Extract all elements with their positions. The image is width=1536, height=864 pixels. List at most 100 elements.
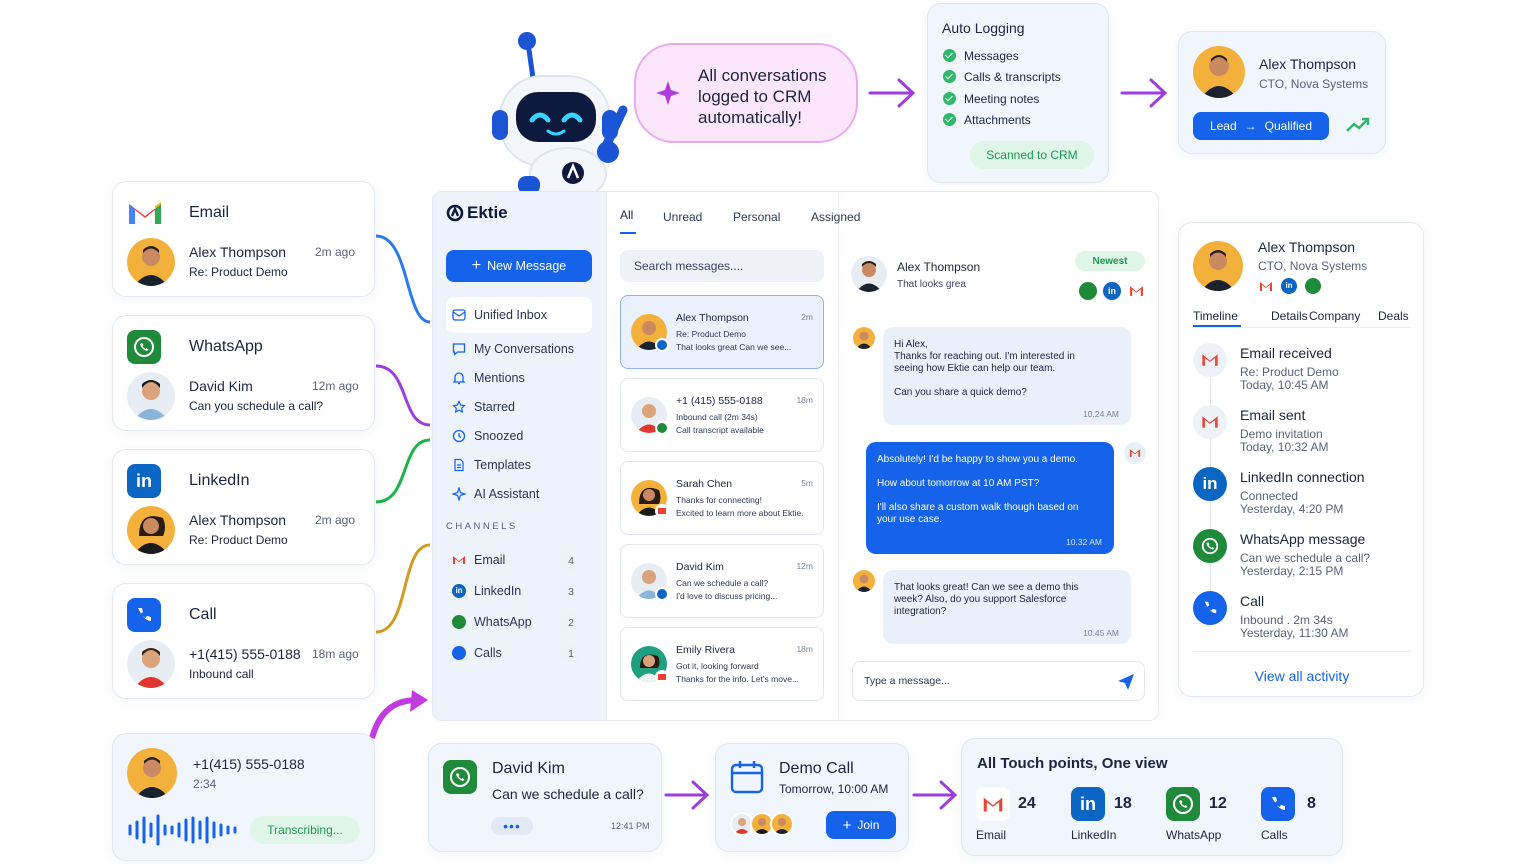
tab-personal[interactable]: Personal [733, 210, 781, 224]
join-button[interactable]: + Join [826, 811, 896, 839]
channel-item-calls[interactable]: Calls [452, 646, 502, 660]
touchpoint-count: 12 [1209, 795, 1227, 812]
channel-card-linkedin[interactable]: in LinkedIn Alex Thompson 2m ago Re: Pro… [112, 449, 375, 565]
view-all-activity-link[interactable]: View all activity [1254, 668, 1350, 684]
linkedin-icon: in [1193, 467, 1227, 501]
message-preview: Can we schedule a call? [492, 786, 644, 802]
whatsapp-icon[interactable] [1079, 282, 1097, 300]
nav-item-templates[interactable]: Templates [452, 458, 531, 472]
touchpoints-card: All Touch points, One view 24 Email in 1… [961, 738, 1343, 856]
channel-card-email[interactable]: Email Alex Thompson 2m ago Re: Product D… [112, 181, 375, 297]
avatar [851, 256, 887, 292]
message-time: 2m [801, 312, 813, 322]
send-icon[interactable] [1117, 673, 1135, 691]
profile-tab-deals[interactable]: Deals [1378, 309, 1409, 323]
message-list-item[interactable]: Alex Thompson 2m Re: Product Demo That l… [620, 295, 824, 369]
nav-label: Starred [474, 400, 515, 414]
gmail-icon [1193, 405, 1227, 439]
whatsapp-icon[interactable] [1305, 278, 1321, 294]
auto-logging-title: Auto Logging [942, 20, 1025, 36]
auto-logging-item: Calls & transcripts [964, 70, 1061, 84]
search-input[interactable]: Search messages.... [620, 250, 824, 282]
nav-label: Unified Inbox [474, 308, 547, 322]
timeline-when: Today, 10:45 AM [1240, 378, 1329, 392]
message-preview: Can you schedule a call? [189, 399, 324, 413]
check-icon [943, 49, 956, 62]
ektie-logo-icon [446, 204, 464, 222]
typing-dots: ••• [503, 818, 521, 834]
linkedin-icon[interactable]: in [1281, 278, 1297, 294]
profile-role: CTO, Nova Systems [1258, 259, 1368, 273]
nav-item-ai-assistant[interactable]: AI Assistant [452, 487, 539, 501]
message-list-item[interactable]: Emily Rivera 18m Got it, looking forward… [620, 627, 824, 701]
gmail-badge-icon [655, 504, 669, 518]
message-list-item[interactable]: +1 (415) 555-0188 18m Inbound call (2m 3… [620, 378, 824, 452]
message-subject: Thanks for connecting! [676, 495, 762, 505]
tab-active-indicator [620, 232, 636, 234]
message-list-item[interactable]: Sarah Chen 5m Thanks for connecting! Exc… [620, 461, 824, 535]
message-snippet: That looks great Can we see... [676, 342, 792, 352]
nav-item-snoozed[interactable]: Snoozed [452, 429, 523, 443]
touchpoint-label: Email [976, 828, 1007, 842]
profile-tab-timeline[interactable]: Timeline [1193, 309, 1238, 323]
nav-item-starred[interactable]: Starred [452, 400, 515, 414]
gmail-icon[interactable] [1259, 281, 1273, 292]
channel-card-whatsapp[interactable]: WhatsApp David Kim 12m ago Can you sched… [112, 315, 375, 431]
message-line: week? Also, do you support Salesforce [894, 594, 1067, 605]
linkedin-icon[interactable]: in [1103, 282, 1121, 300]
conversation-preview: That looks grea [897, 279, 966, 290]
message-subject: Inbound call (2m 34s) [676, 412, 758, 422]
timeline-when: Yesterday, 2:15 PM [1240, 564, 1344, 578]
message-preview: Re: Product Demo [189, 533, 288, 547]
new-message-button[interactable]: + New Message [446, 250, 592, 282]
touchpoint-count: 24 [1018, 795, 1036, 812]
channel-label: LinkedIn [189, 472, 250, 489]
avatar [853, 570, 875, 592]
message-preview: Inbound call [189, 667, 254, 681]
message-subject: Can we schedule a call? [676, 578, 769, 588]
linkedin-icon: in [452, 584, 466, 598]
tab-unread[interactable]: Unread [663, 210, 703, 224]
avatar [770, 812, 794, 836]
join-label: Join [857, 818, 880, 832]
channel-card-call[interactable]: Call +1(415) 555-0188 18m ago Inbound ca… [112, 583, 375, 699]
auto-logging-item: Messages [964, 49, 1019, 63]
channel-item-email[interactable]: Email [452, 553, 505, 567]
incoming-message: That looks great! Can we see a demo this… [883, 570, 1131, 644]
channel-label: LinkedIn [474, 584, 522, 598]
timeline-sub: Connected [1240, 489, 1299, 503]
channel-item-whatsapp[interactable]: WhatsApp [452, 615, 532, 629]
message-input[interactable]: Type a message... [852, 661, 1145, 701]
profile-tab-details[interactable]: Details [1271, 309, 1308, 323]
lead-status-pill[interactable]: Lead → Qualified [1193, 112, 1329, 140]
time-ago: 2m ago [315, 245, 356, 259]
gmail-icon [129, 202, 161, 224]
whatsapp-icon [1193, 529, 1227, 563]
message-list-item[interactable]: David Kim 12m Can we schedule a call? I'… [620, 544, 824, 618]
avatar [127, 748, 177, 798]
nav-item-mentions[interactable]: Mentions [452, 371, 525, 385]
avatar [1193, 241, 1243, 291]
channel-item-linkedin[interactable]: in LinkedIn [452, 584, 521, 598]
channel-label: WhatsApp [474, 615, 532, 629]
nav-label: AI Assistant [474, 487, 540, 501]
nav-item-unified-inbox[interactable]: Unified Inbox [452, 308, 547, 322]
tab-all[interactable]: All [620, 208, 634, 222]
bot-bubble-line1: All conversations [698, 66, 827, 85]
nav-label: My Conversations [474, 342, 575, 356]
timeline-sub: Demo invitation [1240, 427, 1323, 441]
timeline-sub: Can we schedule a call? [1240, 551, 1371, 565]
contact-name: David Kim [492, 760, 565, 777]
contact-name: Alex Thompson [189, 244, 287, 260]
profile-tab-company[interactable]: Company [1309, 309, 1361, 323]
nav-item-my-conversations[interactable]: My Conversations [452, 342, 574, 356]
gmail-icon[interactable] [1129, 285, 1144, 297]
transcribing-status: Transcribing... [250, 816, 360, 844]
sparkle-icon [452, 487, 466, 501]
tab-assigned[interactable]: Assigned [811, 210, 861, 224]
sparkle-icon [656, 81, 680, 105]
gmail-icon [976, 787, 1010, 821]
avatar [853, 327, 875, 349]
scanned-to-crm-button[interactable]: Scanned to CRM [970, 141, 1094, 169]
message-line: your use case. [877, 514, 943, 525]
